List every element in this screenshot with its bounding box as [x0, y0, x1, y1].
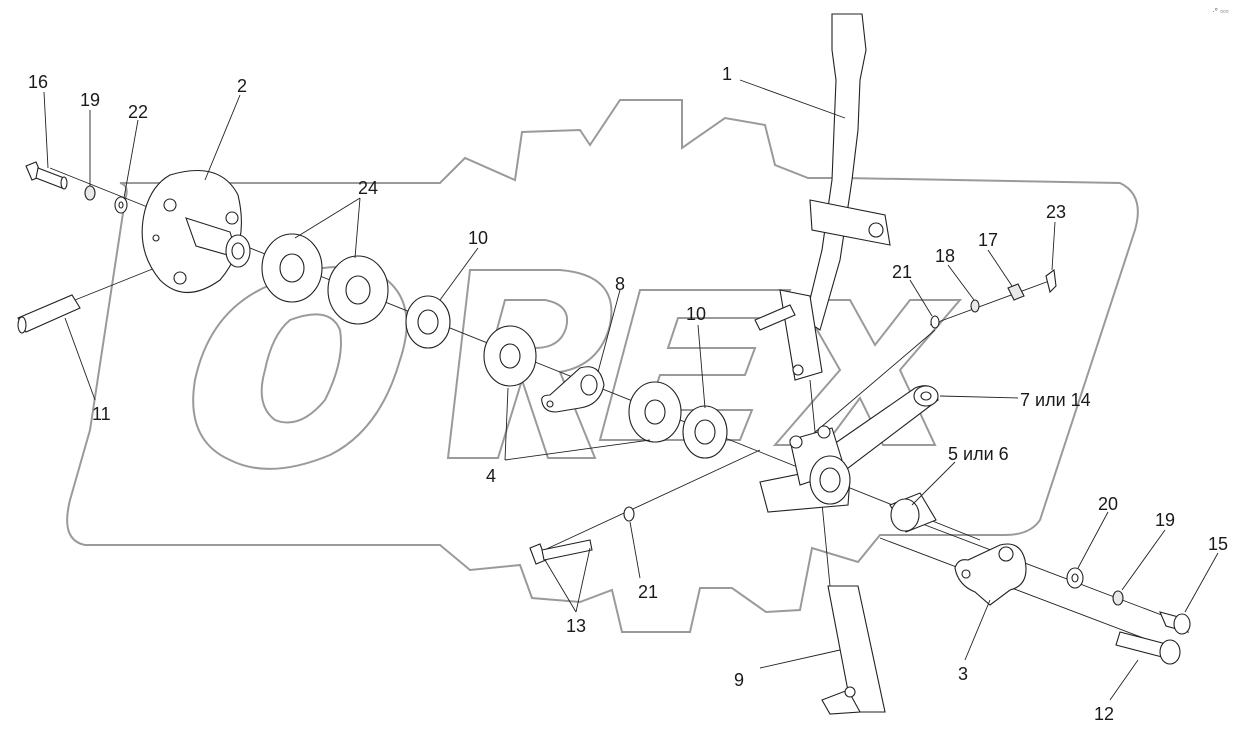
- callout-19-right: 19: [1155, 510, 1175, 530]
- callout-19-left: 19: [80, 90, 100, 110]
- part-18-washer: [970, 299, 980, 313]
- callout-17: 17: [978, 230, 998, 250]
- part-23-cotter-pin: [1045, 268, 1057, 294]
- callout-1: 1: [722, 64, 732, 84]
- callout-23: 23: [1046, 202, 1066, 222]
- watermark-gear-outline: [66, 99, 1139, 633]
- callout-18: 18: [935, 246, 955, 266]
- callout-7-or-14: 7 или 14: [1020, 390, 1091, 410]
- callout-21-lower: 21: [638, 582, 658, 602]
- part-10-bushing-right: [682, 405, 728, 459]
- part-4-washer-left: [483, 325, 537, 387]
- callout-9: 9: [734, 670, 744, 690]
- callout-labels: 16 19 22 2 24 10 8 10 11 4 1 23 17 18 21…: [28, 64, 1228, 724]
- callout-20: 20: [1098, 494, 1118, 514]
- watermark-letter-r: [446, 269, 613, 459]
- corner-mark: ·° ▫▫▫: [1212, 7, 1229, 16]
- part-24-washers: [261, 233, 389, 325]
- callout-15: 15: [1208, 534, 1228, 554]
- callout-21-upper: 21: [892, 262, 912, 282]
- callout-12: 12: [1094, 704, 1114, 724]
- callout-8: 8: [615, 274, 625, 294]
- callout-16: 16: [28, 72, 48, 92]
- watermark-logo: [66, 99, 1139, 633]
- callout-5-or-6: 5 или 6: [948, 444, 1009, 464]
- callout-22: 22: [128, 102, 148, 122]
- part-8-lever-plate: [541, 366, 605, 413]
- part-17-nut: [1007, 283, 1025, 301]
- leader-lines: [43, 79, 1219, 701]
- part-10-bushing-left: [405, 295, 451, 349]
- part-22-washer: [114, 196, 128, 214]
- callout-4: 4: [486, 466, 496, 486]
- callout-24: 24: [358, 178, 378, 198]
- part-11-pin: [17, 294, 81, 334]
- part-5-or-6-bushing: [889, 492, 937, 533]
- part-1-lever-rod: [754, 13, 891, 381]
- part-4-washer-right: [628, 381, 682, 443]
- part-21-washer-upper: [930, 315, 940, 329]
- part-13-bolt: [529, 539, 593, 565]
- part-5-fork-bracket: [759, 425, 851, 513]
- part-21-washer-lower: [623, 506, 635, 522]
- callout-13: 13: [566, 616, 586, 636]
- part-19-spring-washer-right: [1112, 590, 1124, 606]
- callout-3: 3: [958, 664, 968, 684]
- watermark-letter-x: [772, 299, 963, 446]
- callout-2: 2: [237, 76, 247, 96]
- callout-10-right: 10: [686, 304, 706, 324]
- part-16-bolt: [25, 161, 68, 190]
- callout-10-left: 10: [468, 228, 488, 248]
- part-19-spring-washer-left: [84, 185, 96, 201]
- part-3-bracket: [954, 543, 1027, 606]
- part-2-flange-plate: [141, 169, 251, 293]
- part-15-bolt: [1159, 611, 1191, 635]
- part-20-washer: [1066, 567, 1084, 589]
- callout-11: 11: [92, 404, 111, 424]
- part-12-bolt: [1115, 631, 1181, 665]
